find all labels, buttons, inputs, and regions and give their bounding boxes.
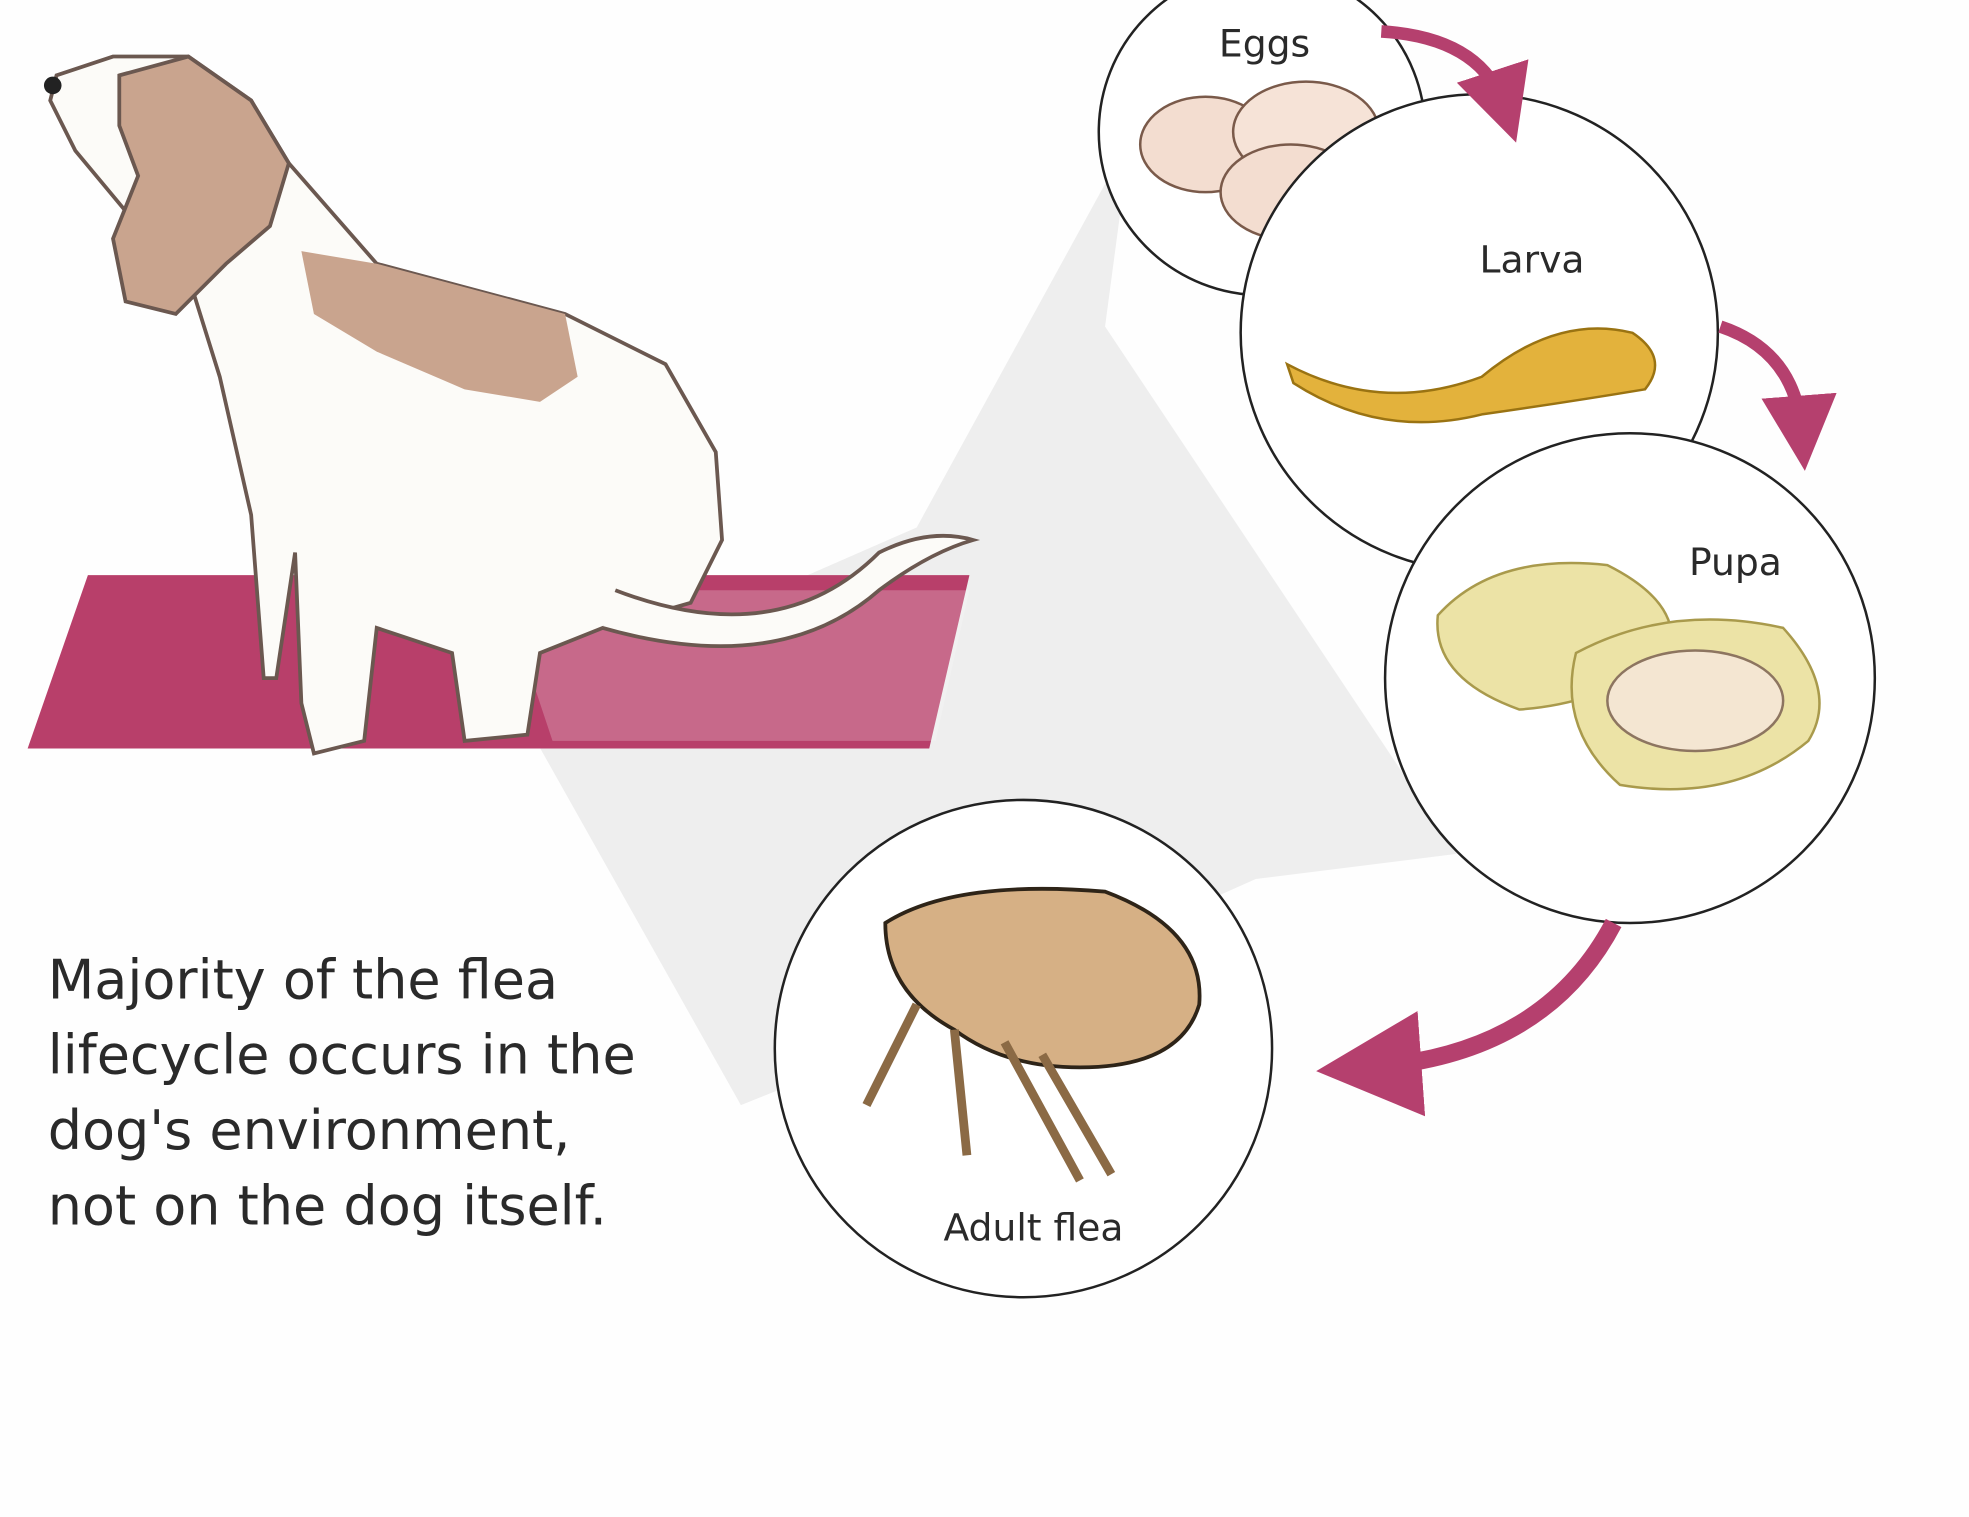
stage-pupa: Pupa <box>1383 432 1877 925</box>
larva-label: Larva <box>1480 238 1585 282</box>
caption-line: not on the dog itself. <box>48 1174 607 1237</box>
stage-adult-flea: Adult flea <box>773 798 1274 1299</box>
arrow-eggs-to-larva <box>1380 25 1529 143</box>
caption: Majority of the flea lifecycle occurs in… <box>48 948 636 1237</box>
arrow-pupa-to-adult <box>1316 918 1622 1117</box>
caption-line: Majority of the flea <box>48 948 558 1011</box>
caption-line: dog's environment, <box>48 1099 571 1162</box>
adult-flea-label: Adult flea <box>943 1206 1123 1250</box>
pupa-label: Pupa <box>1689 540 1782 584</box>
caption-line: lifecycle occurs in the <box>48 1024 636 1087</box>
magnification-beam <box>514 138 1457 1106</box>
dog-illustration <box>43 54 981 756</box>
eggs-label: Eggs <box>1219 22 1310 66</box>
arrow-larva-to-pupa <box>1718 320 1837 471</box>
